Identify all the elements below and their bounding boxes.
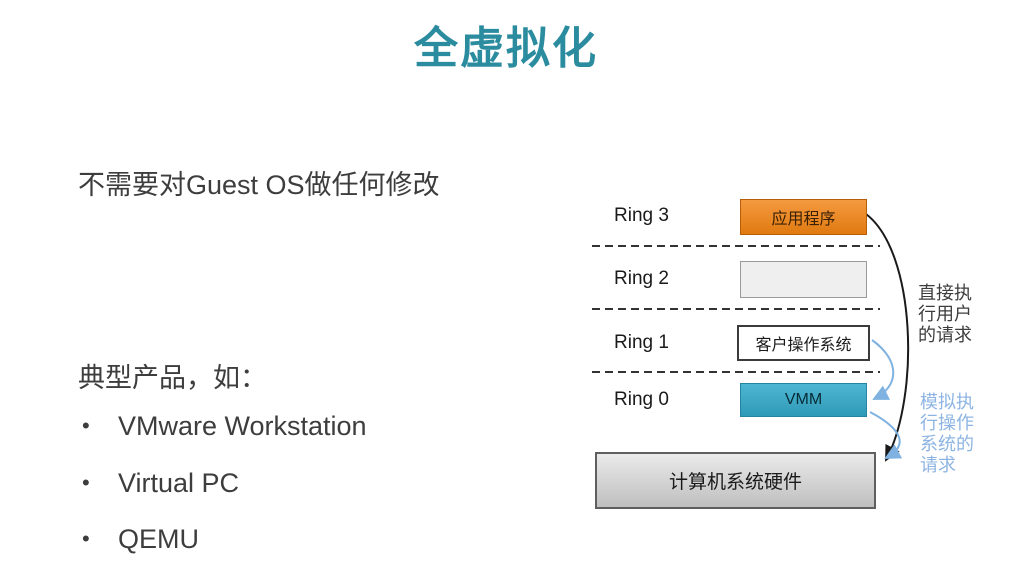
annotation-direct-execution: 直接执行用户的请求: [918, 283, 972, 345]
simulated-execution-arrow-top: [871, 339, 895, 400]
vmm-box: VMM: [740, 383, 867, 417]
ring-label-1: Ring 1: [614, 332, 669, 353]
bullet-text: Virtual PC: [118, 468, 240, 498]
ring-label-2: Ring 2: [614, 268, 669, 289]
guest-os-box: 客户操作系统: [737, 325, 870, 361]
direct-execution-arrow: [865, 213, 910, 462]
list-item: • Virtual PC: [82, 468, 239, 499]
empty-ring2-box: [740, 261, 867, 298]
annotation-simulated-execution: 模拟执行操作系统的请求: [920, 392, 974, 475]
bullet-icon: •: [82, 413, 90, 438]
application-box: 应用程序: [740, 199, 867, 235]
bullet-text: VMware Workstation: [118, 411, 367, 441]
hardware-box: 计算机系统硬件: [595, 452, 876, 509]
list-item: • VMware Workstation: [82, 411, 367, 442]
bullet-icon: •: [82, 470, 90, 495]
ring-label-0: Ring 0: [614, 389, 669, 410]
list-item: • QEMU: [82, 524, 199, 555]
main-point-text: 不需要对Guest OS做任何修改: [78, 170, 440, 200]
bullet-text: QEMU: [118, 524, 199, 554]
slide-title: 全虚拟化: [414, 24, 598, 73]
products-label: 典型产品，如：: [78, 363, 267, 393]
ring-label-3: Ring 3: [614, 205, 669, 226]
bullet-icon: •: [82, 526, 90, 551]
